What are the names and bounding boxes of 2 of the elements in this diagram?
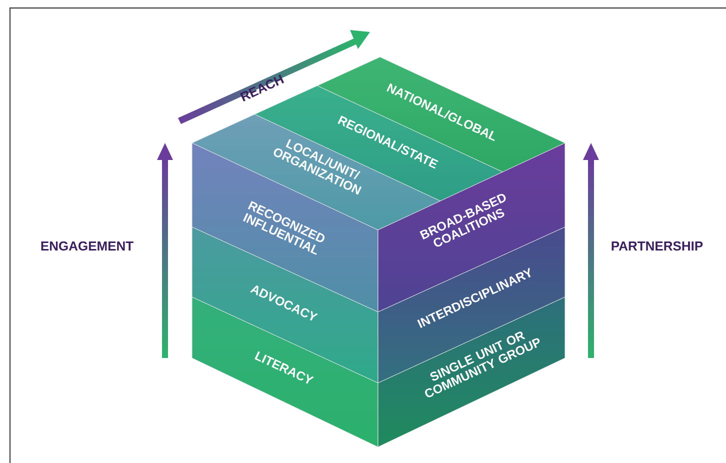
axis-label: ENGAGEMENT bbox=[41, 241, 134, 251]
axis-label: PARTNERSHIP bbox=[612, 241, 703, 251]
